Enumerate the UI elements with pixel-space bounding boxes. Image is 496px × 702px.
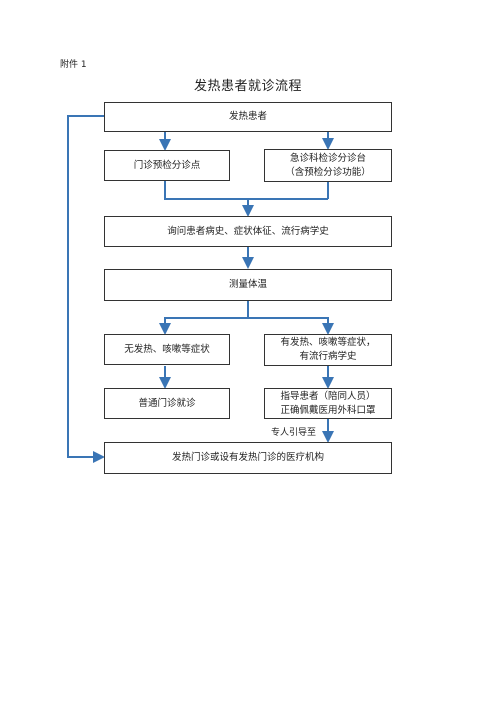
- box-fever-patient-text: 发热患者: [228, 111, 267, 122]
- bypass-line-to-fever-clinic: [67, 115, 105, 463]
- has-fever-line2: 有流行病学史: [299, 351, 357, 362]
- attachment-label: 附件 1: [60, 60, 87, 70]
- box-no-fever: 无发热、咳嗽等症状: [104, 334, 230, 365]
- emergency-triage-line1: 急诊科检诊分诊台: [289, 152, 366, 164]
- guide-line1: 指导患者（陪同人员）: [280, 390, 376, 402]
- box-no-fever-text: 无发热、咳嗽等症状: [124, 343, 210, 355]
- has-fever-line1: 有发热、咳嗽等症状，: [280, 337, 376, 348]
- merge-line-outpatient: [164, 181, 328, 200]
- box-inquiry-text: 询问患者病史、症状体征、流行病学史: [167, 225, 329, 237]
- box-temperature-text: 测量体温: [228, 279, 267, 290]
- box-outpatient-triage: 门诊预检分诊点: [104, 150, 230, 181]
- box-general-clinic-text: 普通门诊就诊: [138, 397, 196, 409]
- box-fever-patient: 发热患者: [104, 102, 392, 132]
- emergency-triage-line2: （含预检分诊功能）: [285, 166, 371, 178]
- box-outpatient-triage-text: 门诊预检分诊点: [133, 159, 201, 171]
- diagram-title: 发热患者就诊流程: [193, 79, 302, 94]
- box-emergency-triage: 急诊科检诊分诊台 （含预检分诊功能）: [264, 149, 392, 182]
- escort-label: 专人引导至: [271, 428, 317, 438]
- box-fever-clinic-text: 发热门诊或设有发热门诊的医疗机构: [171, 452, 324, 463]
- box-general-clinic: 普通门诊就诊: [104, 388, 230, 419]
- box-temperature: 测量体温: [104, 269, 392, 301]
- split-line: [159, 301, 249, 335]
- box-guide: 指导患者（陪同人员） 正确佩戴医用外科口罩: [264, 388, 392, 419]
- arrow-to-has-fever: [248, 317, 334, 335]
- box-has-fever: 有发热、咳嗽等症状， 有流行病学史: [264, 334, 392, 366]
- box-fever-clinic: 发热门诊或设有发热门诊的医疗机构: [104, 442, 392, 474]
- box-inquiry: 询问患者病史、症状体征、流行病学史: [104, 216, 392, 247]
- guide-line2: 正确佩戴医用外科口罩: [280, 404, 376, 416]
